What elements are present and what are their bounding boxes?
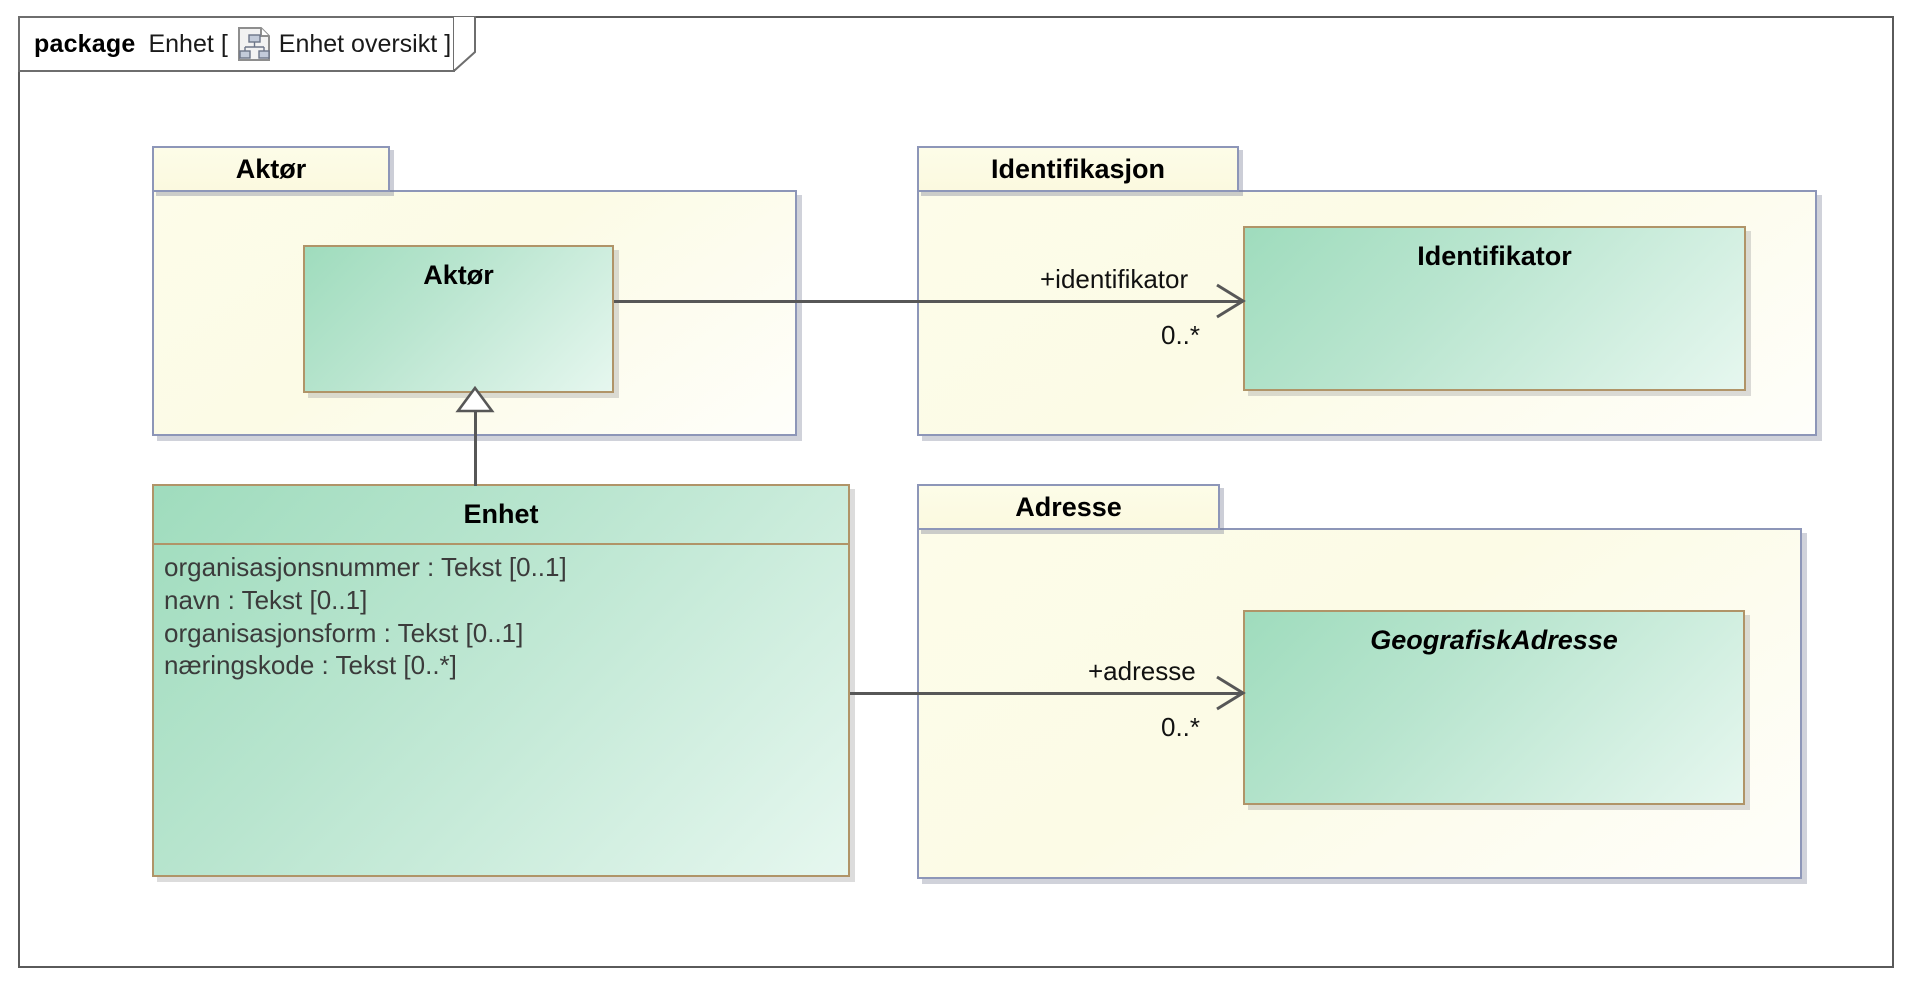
class-aktor[interactable]: Aktør — [303, 245, 614, 393]
package-aktor-label: Aktør — [235, 153, 307, 184]
package-identifikasjon-label: Identifikasjon — [990, 153, 1166, 184]
class-enhet-name: Enhet — [463, 499, 539, 529]
package-keyword: package — [34, 29, 136, 58]
bracket-open: [ — [220, 29, 228, 58]
package-aktor-tab[interactable]: Aktør — [152, 146, 390, 192]
package-identifikasjon-tab[interactable]: Identifikasjon — [917, 146, 1239, 192]
class-identifikator-name: Identifikator — [1417, 241, 1572, 271]
package-name: Enhet — [148, 29, 214, 58]
class-geografiskadresse[interactable]: GeografiskAdresse — [1243, 610, 1745, 805]
class-enhet[interactable]: Enhet organisasjonsnummer : Tekst [0..1]… — [152, 484, 850, 877]
generalization-line-enhet-aktor[interactable] — [474, 408, 477, 486]
class-enhet-attributes: organisasjonsnummer : Tekst [0..1] navn … — [154, 545, 848, 682]
association-multiplicity-identifikator: 0..* — [1161, 320, 1201, 350]
class-geografiskadresse-name: GeografiskAdresse — [1370, 625, 1618, 655]
class-attribute: organisasjonsnummer : Tekst [0..1] — [164, 552, 567, 582]
package-header-tab[interactable]: package Enhet [ Enhet oversikt ] — [18, 15, 477, 72]
diagram-name: Enhet oversikt — [278, 29, 438, 58]
package-adresse-label: Adresse — [1015, 491, 1122, 522]
association-role-identifikator: +identifikator — [1040, 264, 1189, 294]
class-attribute: organisasjonsform : Tekst [0..1] — [164, 617, 524, 648]
package-adresse[interactable]: Adresse — [917, 484, 1802, 879]
association-line-enhet-adresse[interactable] — [850, 692, 1243, 695]
generalization-triangle-aktor — [455, 385, 495, 419]
package-adresse-tab[interactable]: Adresse — [917, 484, 1220, 530]
association-multiplicity-adresse: 0..* — [1161, 712, 1201, 742]
association-role-adresse: +adresse — [1088, 656, 1196, 686]
class-attribute: navn : Tekst [0..1] — [164, 584, 368, 615]
tab-fold-corner — [452, 15, 477, 72]
class-aktor-name: Aktør — [423, 260, 494, 290]
class-enhet-separator — [154, 543, 848, 545]
class-identifikator[interactable]: Identifikator — [1243, 226, 1746, 391]
association-line-aktor-identifikator[interactable] — [614, 300, 1243, 303]
class-attribute: næringskode : Tekst [0..*] — [164, 650, 457, 681]
class-diagram-icon — [237, 26, 271, 62]
bracket-close: ] — [444, 29, 452, 58]
